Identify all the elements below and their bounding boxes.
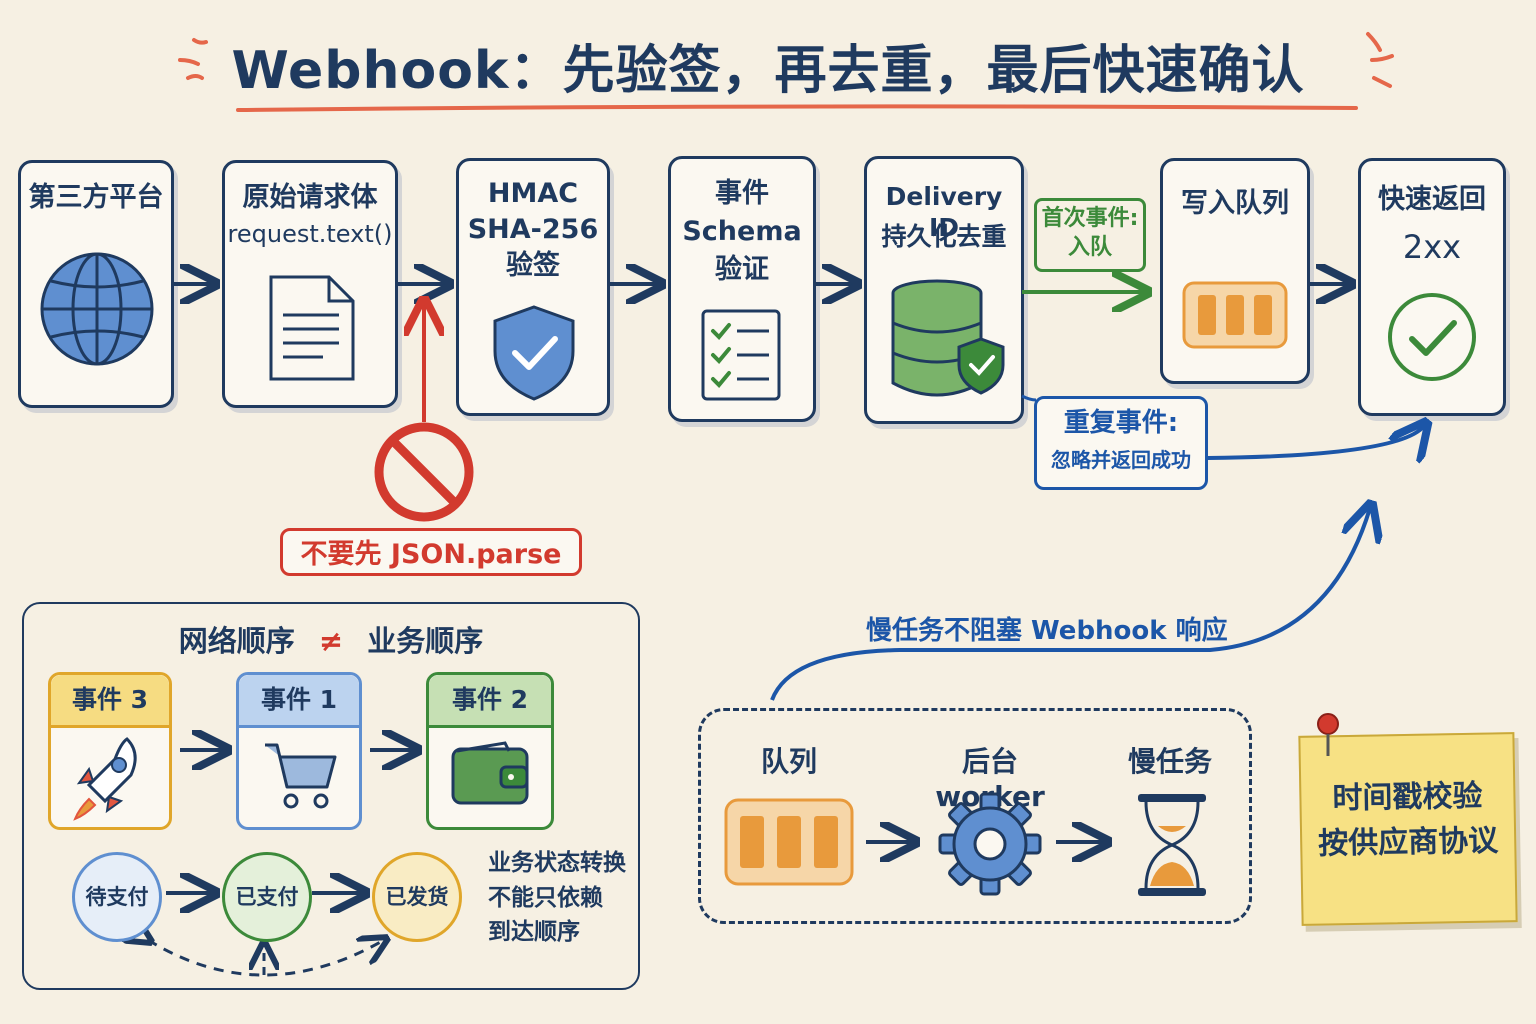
hmac-label-3: 验签	[506, 250, 560, 281]
hmac-label-1: HMAC	[487, 178, 579, 209]
event-card-1-title: 事件 1	[239, 675, 359, 728]
schema-label-2: Schema	[682, 216, 802, 247]
schema-box: 事件 Schema 验证	[668, 156, 816, 422]
pushpin-icon	[1317, 713, 1339, 756]
dedupe-label-2: 持久化去重	[881, 222, 1007, 251]
database-shield-icon	[891, 279, 1005, 397]
event-card-2: 事件 2	[426, 672, 554, 830]
cart-icon	[265, 743, 337, 809]
sticky-line-1: 时间戳校验	[1332, 778, 1483, 817]
order-note-line-2: 不能只依赖	[488, 884, 603, 911]
queue-icon	[1182, 281, 1288, 349]
wallet-icon	[451, 741, 529, 805]
check-circle-icon	[1388, 293, 1476, 381]
platform-box: 第三方平台	[18, 160, 174, 408]
rocket-icon	[73, 737, 137, 821]
order-note: 业务状态转换 不能只依赖 到达顺序	[488, 846, 638, 950]
spark-decoration-left	[178, 38, 208, 80]
event-card-1: 事件 1	[236, 672, 362, 830]
event-card-3: 事件 3	[48, 672, 172, 830]
raw-body-box: 原始请求体 request.text()	[222, 160, 398, 408]
ack-label-1: 快速返回	[1378, 184, 1486, 215]
order-panel	[22, 602, 640, 990]
first-event-line-1: 首次事件:	[1041, 206, 1139, 231]
hmac-box: HMAC SHA-256 验签	[456, 158, 610, 416]
title-underline	[236, 104, 1358, 112]
hourglass-icon	[1138, 794, 1206, 896]
event-card-2-title: 事件 2	[429, 675, 551, 728]
hmac-label-2: SHA-256	[467, 214, 599, 245]
spark-decoration-right	[1366, 32, 1394, 88]
prohibited-icon	[374, 422, 474, 522]
dedupe-label-1: Delivery ID	[885, 182, 1003, 243]
checklist-icon	[701, 309, 781, 401]
json-parse-warning: 不要先 JSON.parse	[280, 528, 582, 576]
duplicate-event-line-2: 忽略并返回成功	[1051, 447, 1191, 472]
page-title: Webhook：先验签，再去重，最后快速确认	[231, 41, 1305, 101]
order-note-line-1: 业务状态转换	[488, 850, 626, 876]
platform-label: 第三方平台	[28, 182, 164, 213]
schema-label-1: 事件	[715, 178, 769, 209]
not-equal-sign: ≠	[318, 624, 344, 658]
slow-task-caption: 慢任务不阻塞 Webhook 响应	[866, 616, 1228, 646]
worker-queue-label: 队列	[760, 745, 817, 778]
duplicate-event-line-1: 重复事件:	[1063, 408, 1179, 438]
dedupe-box: Delivery ID 持久化去重	[864, 156, 1024, 424]
raw-body-label: 原始请求体	[242, 182, 378, 213]
network-order-label: 网络顺序	[178, 624, 295, 658]
ack-box: 快速返回 2xx	[1358, 158, 1506, 416]
state-paid: 已支付	[222, 852, 312, 942]
first-event-note: 首次事件: 入队	[1034, 198, 1146, 272]
business-order-label: 业务顺序	[367, 624, 484, 658]
shield-check-icon	[493, 305, 575, 401]
first-event-line-2: 入队	[1067, 234, 1112, 260]
worker-panel	[698, 708, 1252, 924]
schema-label-3: 验证	[715, 254, 769, 285]
queue-label: 写入队列	[1181, 188, 1289, 219]
slow-task-label: 慢任务	[1127, 745, 1212, 778]
document-icon	[269, 275, 355, 381]
ack-label-2: 2xx	[1402, 228, 1462, 266]
gear-icon	[938, 792, 1042, 896]
order-heading: 网络顺序 ≠ 业务顺序	[22, 618, 640, 660]
event-card-3-title: 事件 3	[51, 675, 169, 728]
raw-body-code: request.text()	[227, 220, 393, 248]
duplicate-event-note: 重复事件: 忽略并返回成功	[1034, 396, 1208, 490]
state-shipped: 已发货	[372, 852, 462, 942]
state-pending-payment: 待支付	[72, 852, 162, 942]
globe-icon	[40, 252, 154, 366]
sticky-line-2: 按供应商协议	[1317, 823, 1499, 862]
worker-queue-icon	[724, 798, 854, 886]
order-note-line-3: 到达顺序	[488, 919, 580, 945]
queue-box: 写入队列	[1160, 158, 1310, 384]
